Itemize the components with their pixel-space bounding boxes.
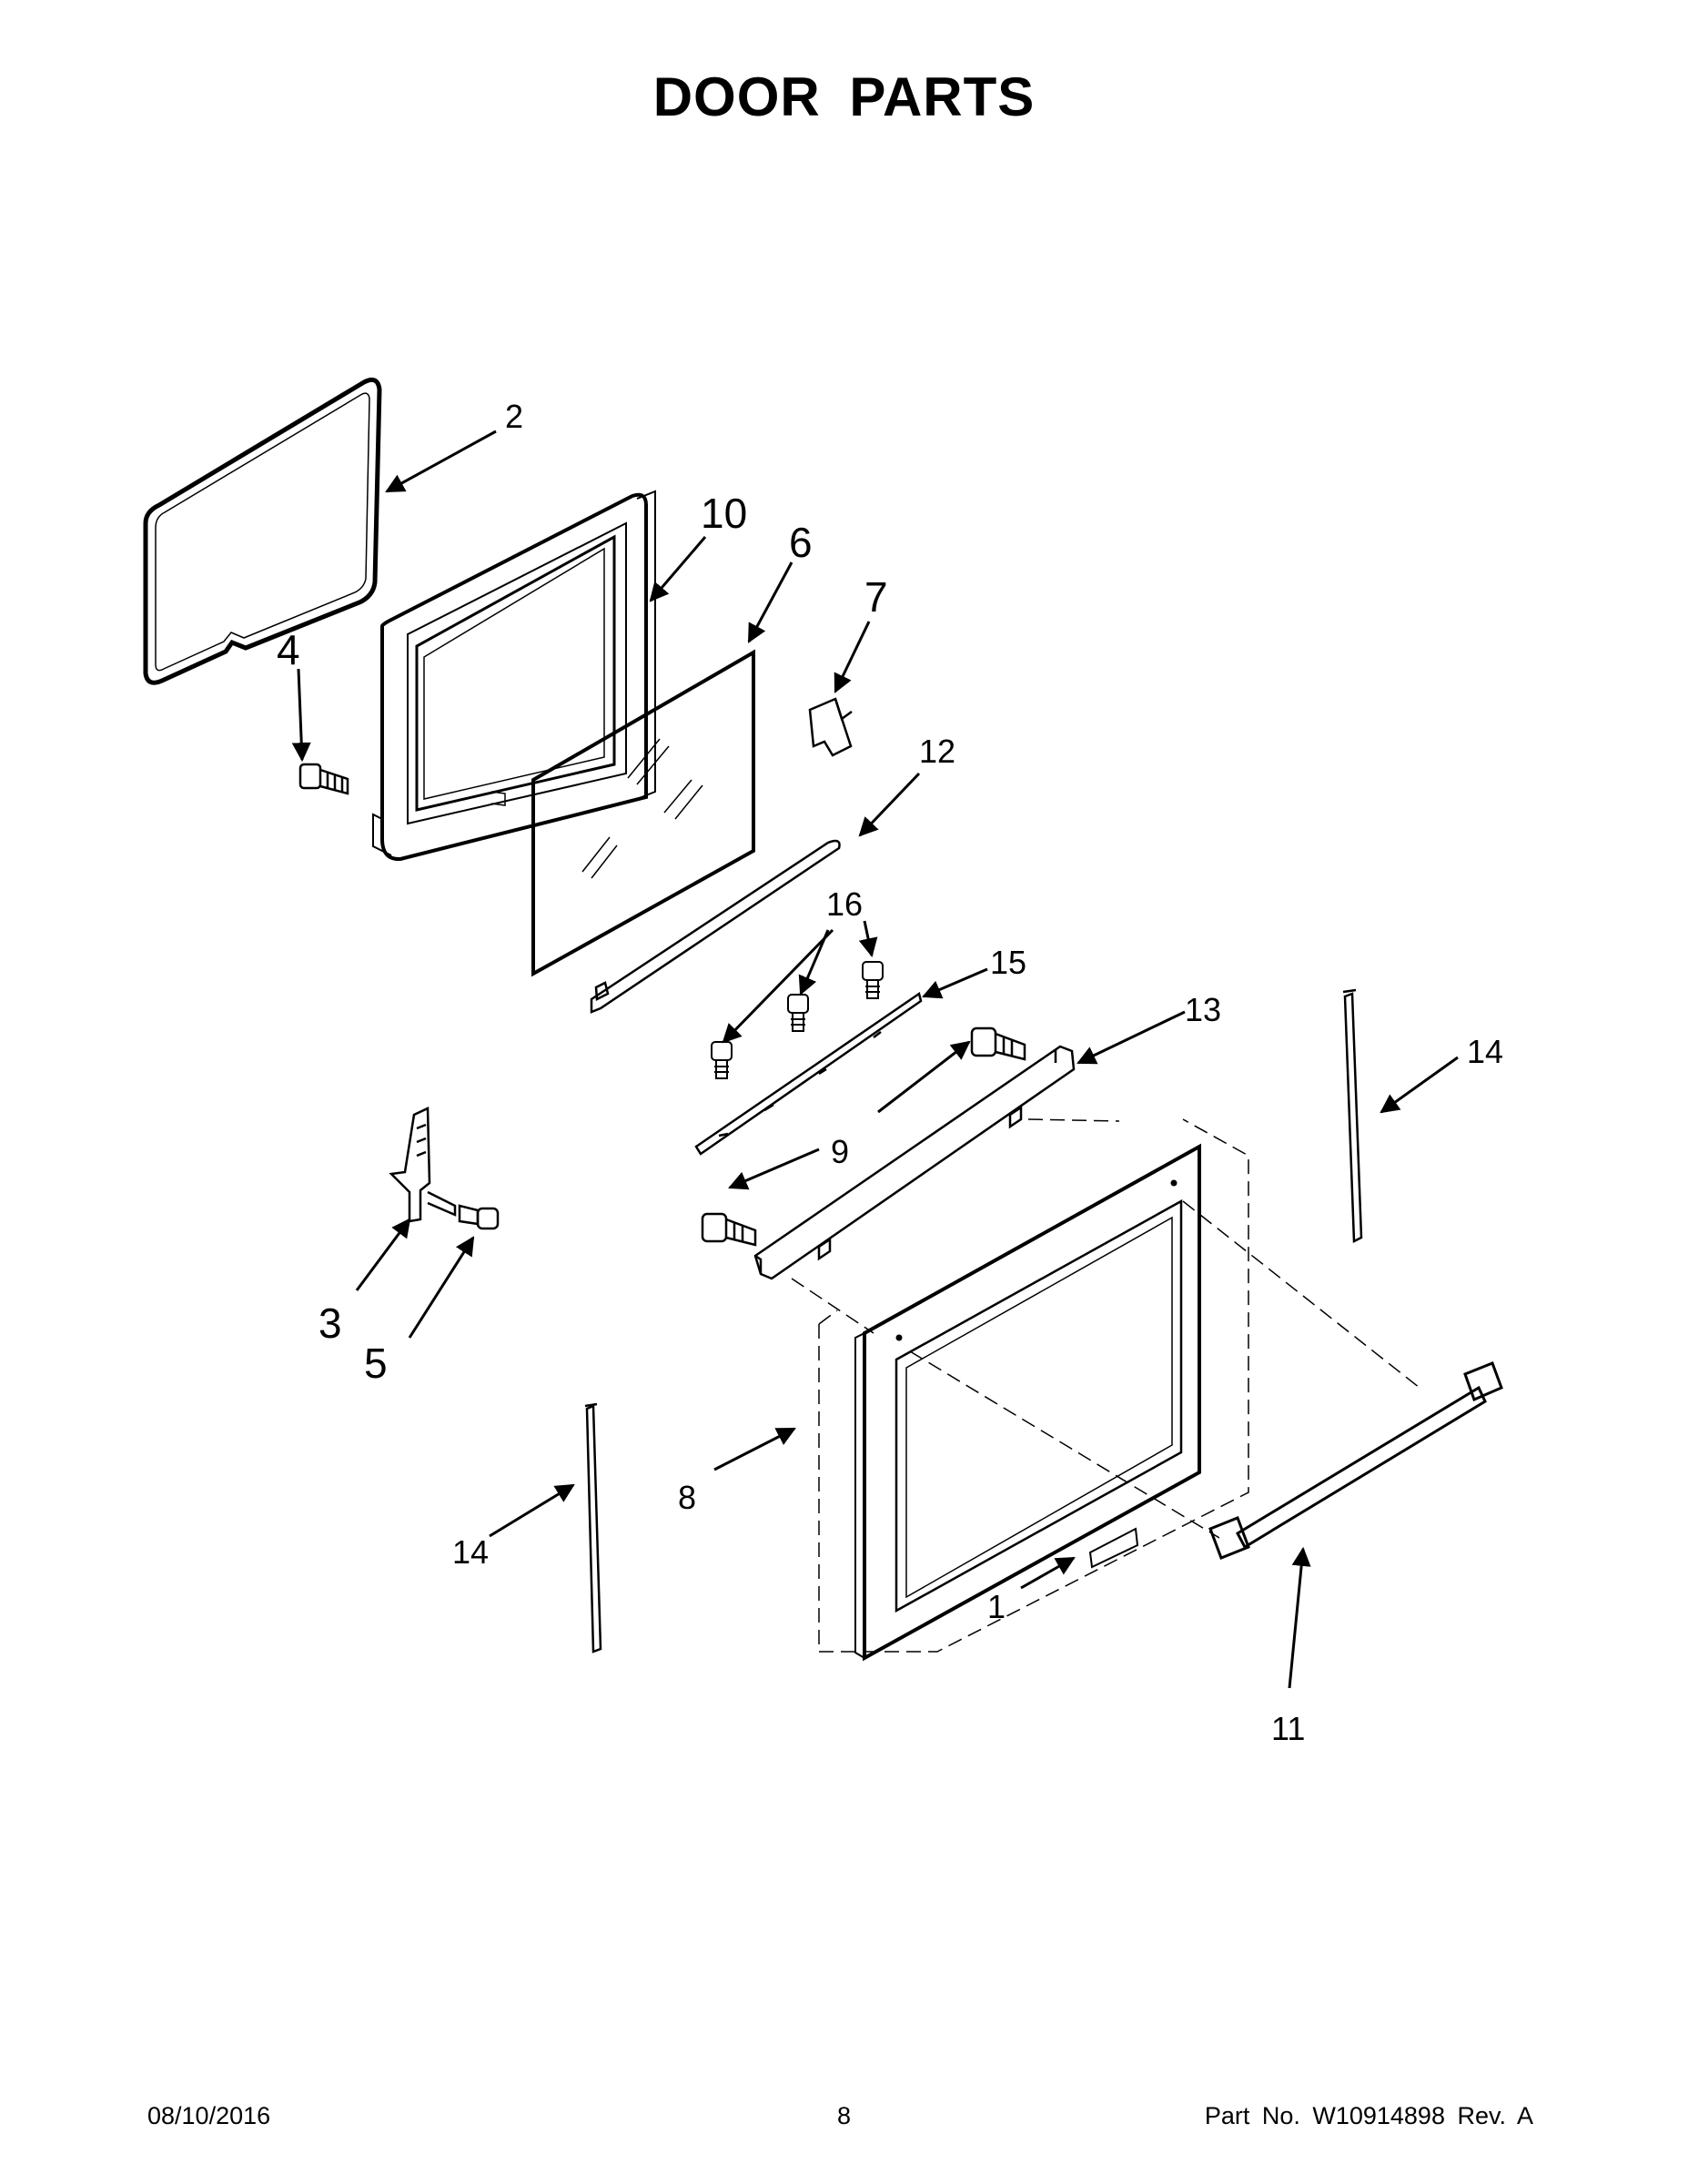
hinge-screw [458, 1204, 500, 1230]
door-trim-strip [590, 839, 841, 1014]
bracket-screws [711, 961, 884, 1079]
callout-11: 11 [1271, 1710, 1305, 1747]
callout-8: 8 [678, 1479, 696, 1516]
door-hinge [389, 1107, 457, 1223]
door-handle [1208, 1361, 1503, 1560]
side-trim-right [1342, 988, 1363, 1243]
door-screw [298, 763, 349, 795]
callout-4: 4 [277, 626, 300, 673]
inner-door-liner [372, 490, 656, 862]
callout-3: 3 [318, 1299, 342, 1347]
footer-date: 08/10/2016 [147, 2102, 271, 2129]
door-hinge-channel [753, 1045, 1076, 1280]
assembly-outline [791, 1118, 1420, 1653]
callout-5: 5 [364, 1340, 388, 1387]
vent-bracket [694, 991, 923, 1156]
callout-14-right: 14 [1467, 1033, 1503, 1070]
page-title: DOOR PARTS [652, 66, 1036, 127]
callout-13: 13 [1185, 991, 1221, 1028]
door-gasket [143, 377, 382, 685]
footer-part-number: Part No. W10914898 Rev. A [1204, 2102, 1533, 2129]
callout-1: 1 [987, 1588, 1006, 1625]
callout-15: 15 [990, 944, 1026, 981]
callout-14-left: 14 [452, 1533, 489, 1571]
door-clip [808, 697, 853, 757]
callout-9: 9 [831, 1133, 849, 1170]
footer-page-number: 8 [836, 2102, 852, 2129]
door-glass-panel [531, 649, 755, 977]
side-trim-left [584, 1402, 602, 1653]
callout-16: 16 [826, 885, 863, 923]
callout-7: 7 [864, 573, 888, 621]
callout-12: 12 [919, 733, 955, 770]
callout-leaders [291, 430, 1459, 1689]
callout-2: 2 [505, 398, 523, 435]
callout-6: 6 [789, 519, 813, 566]
callout-10: 10 [701, 490, 747, 537]
outer-door-panel [854, 1143, 1201, 1662]
hinge-screws [701, 1026, 1026, 1247]
